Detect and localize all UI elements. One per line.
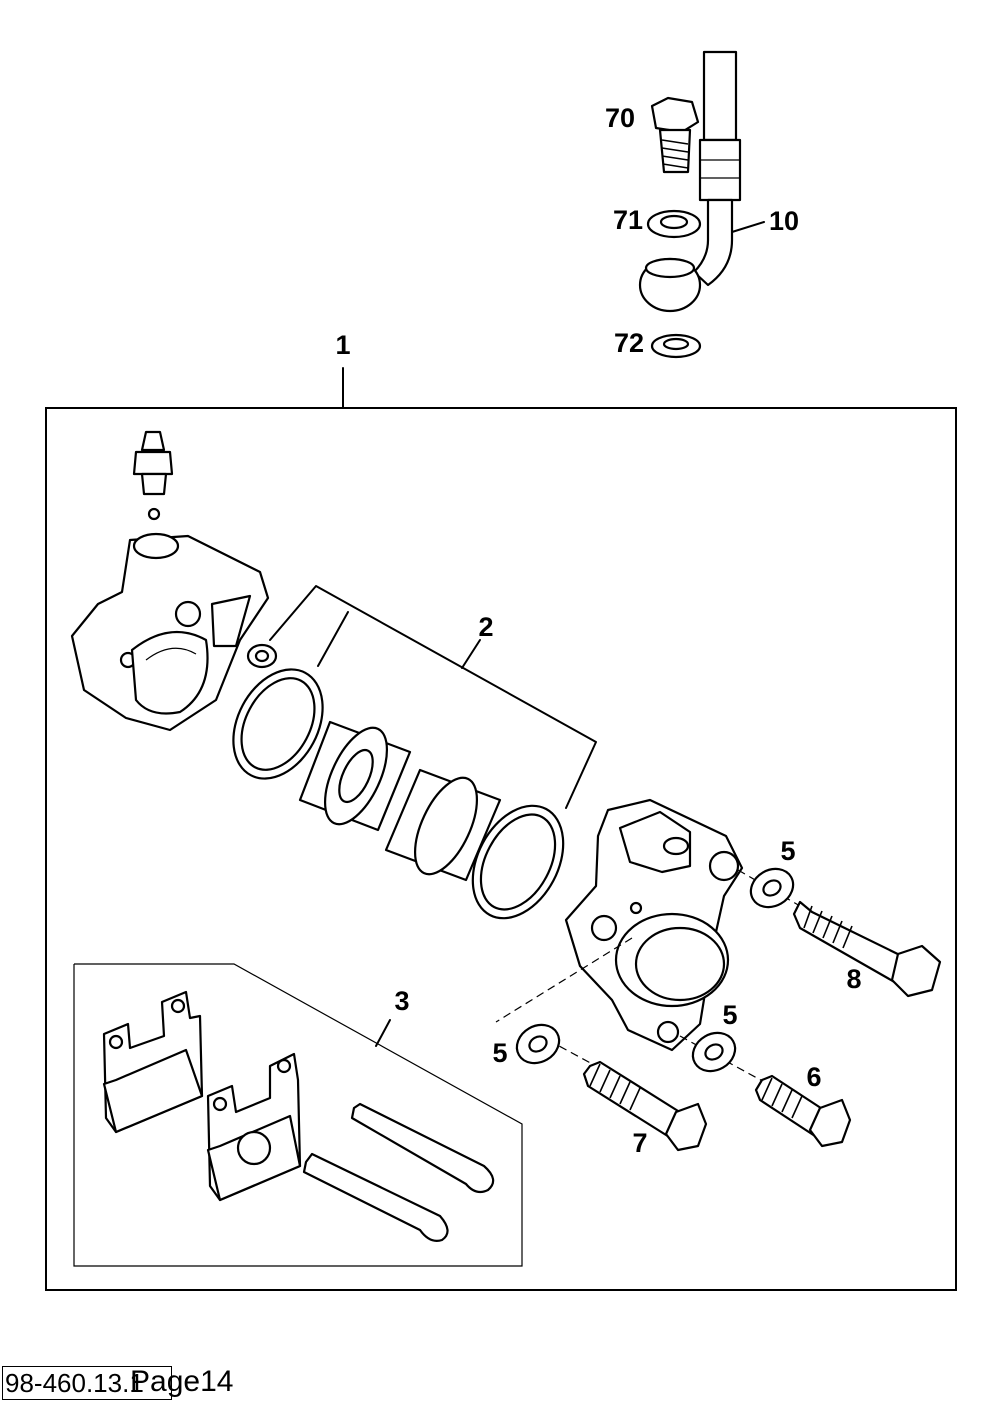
callout-5-left: 5	[492, 1038, 507, 1068]
callout-7: 7	[632, 1128, 647, 1158]
sealing-washer-lower	[650, 333, 702, 359]
washer-left	[515, 1023, 561, 1065]
alignment-lines	[495, 869, 801, 1085]
bolt-long-upper	[792, 900, 942, 998]
brake-hose	[638, 50, 742, 313]
callout-1: 1	[335, 330, 350, 360]
page-number: Page14	[130, 1365, 234, 1398]
caliper-half-left	[70, 532, 270, 732]
document-code: 98-460.13.1	[2, 1366, 172, 1400]
leader-10	[731, 221, 765, 233]
callout-2: 2	[478, 612, 493, 642]
washer-upper-right	[749, 867, 795, 909]
bleeder-nipple	[132, 430, 174, 521]
callout-8: 8	[846, 964, 861, 994]
leader-2	[461, 639, 481, 669]
washer-lower-right	[691, 1031, 737, 1073]
callout-5-lower: 5	[722, 1000, 737, 1030]
callout-5-upper: 5	[780, 836, 795, 866]
brake-pad-kit	[73, 963, 523, 1267]
caliper-half-right	[564, 798, 744, 1052]
seal-kit-group	[232, 585, 597, 920]
sealing-washer-upper	[646, 209, 702, 239]
callout-72: 72	[614, 328, 644, 358]
leader-3	[375, 1019, 391, 1047]
bolt-long-lower	[582, 1060, 708, 1152]
callout-70: 70	[605, 103, 635, 133]
callout-71: 71	[613, 205, 643, 235]
banjo-bolt	[650, 96, 700, 174]
assembly-frame	[45, 407, 957, 1291]
bolt-short	[754, 1074, 852, 1148]
callout-10: 10	[769, 206, 799, 236]
callout-6: 6	[806, 1062, 821, 1092]
callout-3: 3	[394, 986, 409, 1016]
